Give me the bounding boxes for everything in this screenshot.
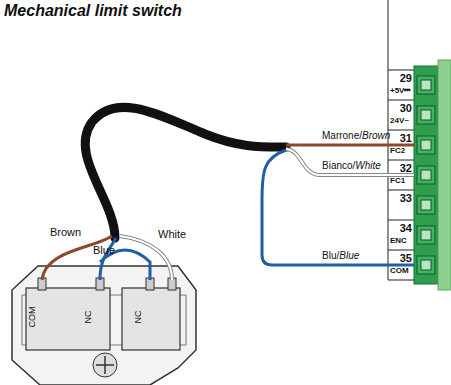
pin-name: FC1	[390, 177, 405, 186]
wire-name: Brown	[50, 226, 81, 238]
terminal	[417, 166, 435, 184]
microswitch	[26, 288, 110, 350]
pin-name: FC2	[390, 147, 405, 156]
terminal-screw	[421, 140, 431, 150]
pin-name: +5V⎓	[390, 87, 410, 96]
pin-number: 34	[389, 222, 412, 234]
wire-name: Blu/Blue	[322, 250, 359, 261]
actuator	[93, 353, 117, 377]
wire-name: Blue	[93, 244, 115, 256]
terminal	[417, 136, 435, 154]
switch-housing	[12, 266, 196, 385]
row-line	[388, 100, 414, 101]
contact-name: COM	[28, 306, 38, 327]
white-wire-edge	[120, 236, 172, 280]
terminal	[417, 226, 435, 244]
blue-wire	[262, 150, 414, 265]
row-line	[388, 70, 414, 71]
row-line	[388, 160, 414, 161]
block-body	[438, 60, 451, 290]
row-line	[388, 280, 414, 281]
terminal	[417, 106, 435, 124]
row-line	[388, 190, 414, 191]
terminal-clamp	[417, 76, 435, 94]
terminal-clamp	[417, 136, 435, 154]
wire-name: White	[158, 228, 186, 240]
terminal-screws	[417, 76, 435, 274]
pin-number: 30	[389, 102, 412, 114]
terminal-screw	[421, 260, 431, 270]
terminal-strip	[414, 66, 438, 284]
terminal-clamp	[417, 106, 435, 124]
pin-number: 31	[389, 132, 412, 144]
title: Mechanical limit switch	[4, 2, 182, 20]
terminal-screw	[421, 170, 431, 180]
terminal-clamp	[417, 256, 435, 274]
terminal-clamp	[417, 226, 435, 244]
contact-name: NC	[134, 310, 144, 323]
terminal-clamp	[417, 166, 435, 184]
microswitch	[122, 288, 180, 350]
cable	[85, 107, 286, 238]
row-line	[388, 130, 414, 131]
pin-name: 24V~	[390, 117, 409, 126]
terminal-screw	[421, 200, 431, 210]
pin-number: 33	[389, 192, 412, 204]
terminal	[417, 256, 435, 274]
pin-name: COM	[390, 267, 409, 276]
actuator-cross	[96, 356, 114, 374]
pin-name: ENC	[390, 237, 407, 246]
terminal-screw	[421, 80, 431, 90]
terminal-screw	[421, 230, 431, 240]
terminal-clamp	[417, 196, 435, 214]
row-line	[388, 220, 414, 221]
pin-number: 29	[389, 72, 412, 84]
terminal-screw	[421, 110, 431, 120]
pin-number: 35	[389, 252, 412, 264]
row-line	[388, 250, 414, 251]
wire-name: Bianco/White	[322, 160, 381, 171]
white-wire	[120, 236, 172, 280]
terminal	[417, 76, 435, 94]
pin-number: 32	[389, 162, 412, 174]
contact-name: NC	[84, 310, 94, 323]
terminal	[417, 196, 435, 214]
wire-name: Marrone/Brown	[322, 130, 390, 141]
